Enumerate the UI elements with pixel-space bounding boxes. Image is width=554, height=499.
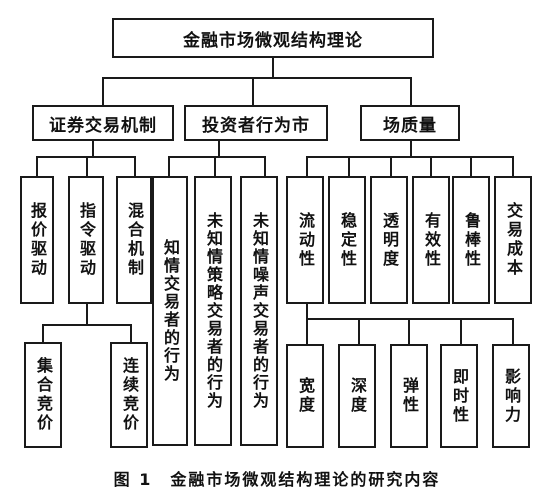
- connector-line: [92, 141, 94, 157]
- node-immediacy: 即时性: [440, 344, 478, 448]
- root-node: 金融市场微观结构理论: [112, 18, 434, 58]
- connector-line: [264, 156, 266, 178]
- connector-line: [306, 303, 308, 319]
- connector-line: [218, 141, 220, 157]
- connector-line: [42, 324, 132, 326]
- connector-line: [306, 156, 514, 158]
- node-trading-mechanism: 证券交易机制: [32, 105, 174, 141]
- connector-line: [408, 318, 410, 346]
- node-hybrid: 混合机制: [116, 176, 152, 304]
- node-market-quality: 场质量: [360, 105, 460, 141]
- connector-line: [430, 156, 432, 178]
- node-robustness: 鲁棒性: [452, 176, 490, 304]
- connector-line: [86, 156, 88, 178]
- connector-line: [512, 318, 514, 346]
- connector-line: [168, 156, 266, 158]
- node-stability: 稳定性: [328, 176, 366, 304]
- node-call-auction: 集合竞价: [24, 342, 62, 448]
- connector-line: [36, 156, 38, 178]
- connector-line: [102, 77, 412, 79]
- connector-line: [512, 156, 514, 178]
- connector-line: [86, 303, 88, 325]
- connector-line: [130, 324, 132, 344]
- connector-line: [102, 77, 104, 107]
- connector-line: [272, 56, 274, 78]
- node-liquidity: 流动性: [286, 176, 324, 304]
- node-efficiency: 有效性: [412, 176, 450, 304]
- figure-caption: 图 1 金融市场微观结构理论的研究内容: [113, 470, 441, 489]
- connector-line: [306, 318, 514, 320]
- connector-line: [134, 156, 136, 178]
- connector-line: [460, 318, 462, 346]
- node-impact: 影响力: [492, 344, 530, 448]
- connector-line: [252, 77, 254, 107]
- node-informed-trader: 知情交易者的行为: [152, 176, 188, 446]
- connector-line: [390, 156, 392, 178]
- node-transparency: 透明度: [370, 176, 408, 304]
- connector-line: [42, 324, 44, 344]
- node-uninformed-noise: 未知情噪声交易者的行为: [240, 176, 278, 446]
- node-order-driven: 指令驱动: [68, 176, 104, 304]
- node-continuous-auction: 连续竞价: [110, 342, 148, 448]
- node-quote-driven: 报价驱动: [20, 176, 54, 304]
- connector-line: [306, 318, 308, 346]
- connector-line: [358, 318, 360, 346]
- connector-line: [306, 156, 308, 178]
- node-investor-behavior: 投资者行为市: [184, 105, 328, 141]
- node-width: 宽度: [286, 344, 324, 448]
- node-uninformed-strategic: 未知情策略交易者的行为: [194, 176, 232, 446]
- connector-line: [348, 156, 350, 178]
- connector-line: [410, 141, 412, 157]
- connector-line: [168, 156, 170, 178]
- connector-line: [214, 156, 216, 178]
- node-resiliency: 弹性: [390, 344, 428, 448]
- connector-line: [470, 156, 472, 178]
- node-transaction-cost: 交易成本: [494, 176, 532, 304]
- node-depth: 深度: [338, 344, 376, 448]
- connector-line: [410, 77, 412, 107]
